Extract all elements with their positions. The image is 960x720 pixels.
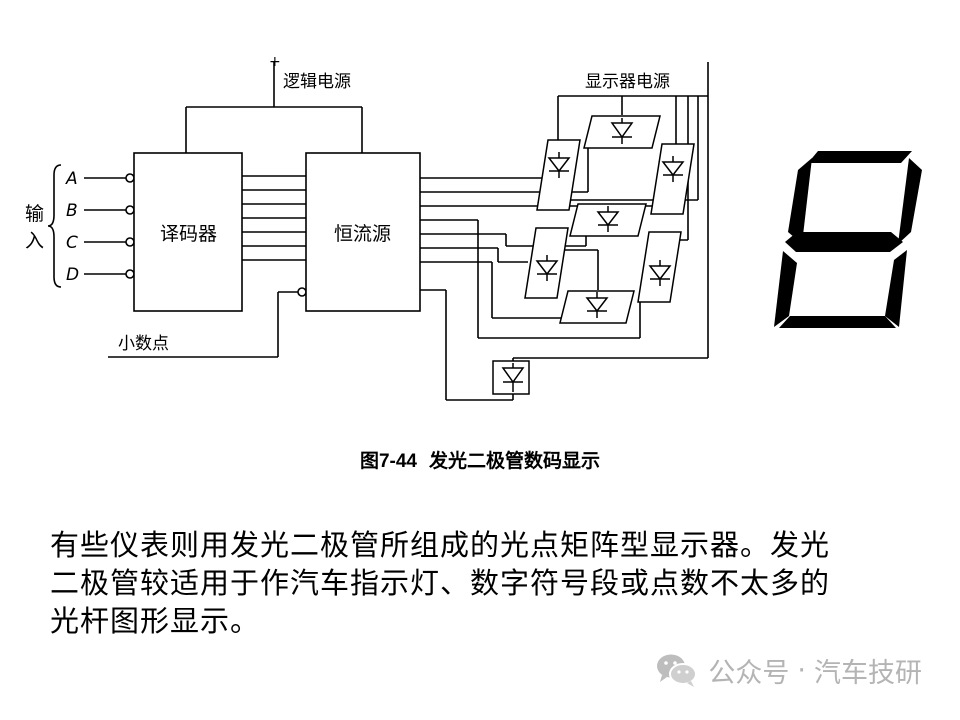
led-decimal-point [492, 360, 530, 395]
logic-power-label: 逻辑电源 [283, 72, 351, 92]
decimal-point-label: 小数点 [118, 334, 169, 354]
figure-number: 图7-44 [359, 451, 417, 472]
figure-title: 发光二极管数码显示 [429, 450, 601, 472]
wechat-icon [657, 654, 698, 687]
input-a-label: A [65, 169, 78, 189]
input-label-char-1: 输 [25, 203, 44, 225]
watermark-account-name: 汽车技研 [814, 657, 922, 689]
body-line-1: 有些仪表则用发光二极管所组成的光点矩阵型显示器。发光 [50, 528, 831, 562]
input-b-label: B [66, 201, 78, 221]
body-line-2: 二极管较适用于作汽车指示灯、数字符号段或点数不太多的 [50, 566, 831, 600]
input-c-label: C [66, 233, 78, 253]
led-segment-lower-right [637, 231, 682, 303]
led-segment-bottom [559, 290, 635, 324]
watermark-prefix: 公众号 [708, 657, 790, 689]
led-segment-top [583, 115, 661, 149]
input-d-label: D [66, 265, 79, 285]
decoder-block [133, 152, 243, 312]
current-source-label: 恒流源 [334, 223, 391, 245]
display-power-label: 显示器电源 [585, 72, 670, 92]
body-paragraph: 有些仪表则用发光二极管所组成的光点矩阵型显示器。发光 二极管较适用于作汽车指示灯… [50, 526, 930, 640]
body-line-3: 光杆图形显示。 [50, 604, 261, 638]
decoder-label: 译码器 [160, 223, 217, 245]
watermark: 公众号 · 汽车技研 [656, 650, 922, 690]
input-label-char-2: 入 [25, 230, 44, 252]
led-segment-lower-left [524, 227, 569, 299]
plus-sign: + [269, 54, 281, 70]
figure-caption: 图7-44 发光二极管数码显示 [0, 446, 960, 473]
diode-symbol-group [501, 118, 685, 392]
current-source-block [305, 152, 421, 312]
seven-segment-digit-icon [774, 151, 922, 328]
watermark-separator: · [797, 654, 806, 686]
led-display-circuit-diagram: + 逻辑电源 显示器电源 输 入 A B C D 译码器 恒流源 小数点 [25, 54, 922, 401]
led-segment-middle [569, 203, 647, 237]
